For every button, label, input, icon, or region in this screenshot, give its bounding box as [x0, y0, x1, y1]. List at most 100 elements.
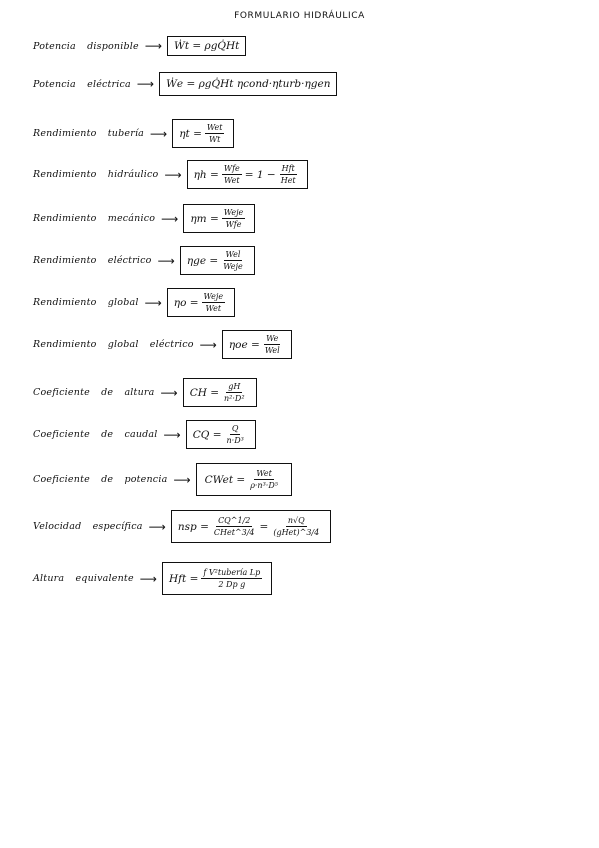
- arrow-icon: ⟶: [136, 77, 155, 91]
- formula-box: ηm = Weje Wfe: [183, 204, 256, 233]
- fraction-numerator: CQ^1/2: [216, 516, 253, 527]
- fraction-denominator: Wet: [205, 304, 222, 313]
- arrow-icon: ⟶: [163, 427, 181, 442]
- formula-lhs: ηm =: [190, 212, 219, 225]
- fraction-denominator: 2 Dp g: [218, 580, 246, 589]
- fraction-denominator: Wt: [208, 135, 221, 144]
- formula-lhs: CH =: [189, 386, 220, 399]
- formula-row: Rendimiento tubería ⟶ ηt = Wet Wt: [33, 119, 235, 148]
- formula-row: Rendimiento global ⟶ ηo = Weje Wet: [33, 288, 236, 317]
- formula-row: Velocidad específica ⟶ nsp = CQ^1/2 CHet…: [33, 510, 332, 543]
- formula-lhs: CQ =: [192, 428, 222, 441]
- fraction-denominator: Weje: [223, 262, 243, 271]
- formula-label: Rendimiento eléctrico: [33, 255, 152, 266]
- fraction-numerator: Weje: [221, 208, 246, 219]
- formula-label: Potencia disponible: [33, 40, 139, 52]
- fraction: n√Q (gHet)^3/4: [271, 516, 321, 537]
- formula-label: Potencia eléctrica: [33, 78, 131, 90]
- fraction-numerator: gH: [226, 382, 243, 393]
- formula-row: Rendimiento mecánico ⟶ ηm = Weje Wfe: [33, 204, 256, 233]
- fraction-numerator: Weje: [201, 292, 226, 303]
- formula-box: ηt = Wet Wt: [172, 119, 235, 148]
- fraction: Weje Wfe: [221, 208, 246, 229]
- fraction: Wfe Wet: [221, 164, 242, 185]
- formula-box: Hft = f V²tubería Lp 2 Dp g: [161, 562, 273, 595]
- fraction-denominator: n·D³: [226, 436, 244, 445]
- arrow-icon: ⟶: [144, 295, 162, 310]
- fraction: Q n·D³: [225, 424, 246, 445]
- arrow-icon: ⟶: [144, 39, 163, 53]
- formula-label: Rendimiento tubería: [33, 128, 145, 139]
- fraction: f V²tubería Lp 2 Dp g: [201, 568, 263, 589]
- fraction: Wel Weje: [221, 250, 245, 271]
- fraction-numerator: Wet: [204, 123, 225, 134]
- fraction: Wet ρ·n³·D⁵: [248, 469, 280, 490]
- fraction-numerator: Wel: [223, 250, 243, 261]
- formula-lhs: ηoe =: [228, 338, 260, 351]
- formula-rhs: = 1 −: [244, 168, 276, 181]
- page-title: FORMULARIO HIDRÁULICA: [234, 11, 365, 21]
- fraction: Wet Wt: [204, 123, 225, 144]
- formula-row: Potencia disponible ⟶ Ẇt = ρgQ̇Ht: [33, 36, 247, 56]
- formula-label: Rendimiento hidráulico: [33, 169, 159, 180]
- formula-row: Coeficiente de altura ⟶ CH = gH n²·D²: [33, 378, 257, 407]
- fraction-numerator: Wet: [254, 469, 274, 480]
- formula-lhs: ηh =: [193, 168, 219, 181]
- fraction: gH n²·D²: [222, 382, 247, 403]
- formula-row: Coeficiente de potencia ⟶ CWet = Wet ρ·n…: [33, 463, 292, 496]
- formula-box: Ẇt = ρgQ̇Ht: [167, 36, 247, 56]
- formula-box: nsp = CQ^1/2 CHet^3/4 = n√Q (gHet)^3/4: [170, 510, 332, 543]
- fraction-denominator: (gHet)^3/4: [273, 528, 320, 537]
- fraction-denominator: CHet^3/4: [213, 528, 255, 537]
- arrow-icon: ⟶: [173, 472, 191, 487]
- fraction-denominator: ρ·n³·D⁵: [250, 481, 278, 490]
- fraction-numerator: We: [264, 334, 281, 345]
- fraction-denominator: Wfe: [225, 220, 242, 229]
- fraction: We Wel: [263, 334, 282, 355]
- fraction: Hft Het: [279, 164, 298, 185]
- fraction: Weje Wet: [201, 292, 226, 313]
- fraction-denominator: Wel: [264, 346, 280, 355]
- formula-label: Rendimiento global eléctrico: [33, 339, 194, 350]
- arrow-icon: ⟶: [150, 126, 168, 141]
- fraction-denominator: n²·D²: [224, 394, 245, 403]
- formula-row: Potencia eléctrica ⟶ Ẇe = ρgQ̇Ht ηcond·η…: [33, 72, 338, 96]
- formula-box: ηo = Weje Wet: [166, 288, 236, 317]
- arrow-icon: ⟶: [164, 167, 182, 182]
- fraction-numerator: Q: [229, 424, 241, 435]
- formula-label: Coeficiente de potencia: [33, 474, 168, 485]
- formula-expression: Ẇt = ρgQ̇Ht: [174, 40, 240, 52]
- formula-box: ηh = Wfe Wet = 1 − Hft Het: [186, 160, 308, 189]
- formula-box: CH = gH n²·D²: [182, 378, 257, 407]
- formula-row: Rendimiento eléctrico ⟶ ηge = Wel Weje: [33, 246, 255, 275]
- fraction: CQ^1/2 CHet^3/4: [212, 516, 257, 537]
- formula-lhs: ηge =: [186, 254, 219, 267]
- fraction-numerator: Hft: [279, 164, 297, 175]
- arrow-icon: ⟶: [157, 253, 175, 268]
- fraction-denominator: Het: [280, 176, 296, 185]
- formula-lhs: ηo =: [173, 296, 199, 309]
- formula-lhs: CWet =: [204, 473, 246, 486]
- arrow-icon: ⟶: [139, 571, 157, 586]
- fraction-numerator: n√Q: [285, 516, 307, 527]
- formula-box: CQ = Q n·D³: [185, 420, 256, 449]
- formula-lhs: nsp =: [177, 520, 209, 533]
- formula-label: Rendimiento mecánico: [33, 213, 156, 224]
- fraction-numerator: f V²tubería Lp: [201, 568, 263, 579]
- arrow-icon: ⟶: [148, 519, 166, 534]
- formula-box: CWet = Wet ρ·n³·D⁵: [195, 463, 292, 496]
- formula-label: Rendimiento global: [33, 297, 139, 308]
- formula-box: ηge = Wel Weje: [179, 246, 255, 275]
- fraction-denominator: Wet: [224, 176, 240, 185]
- formula-box: ηoe = We Wel: [221, 330, 292, 359]
- formula-row: Rendimiento global eléctrico ⟶ ηoe = We …: [33, 330, 292, 359]
- fraction-numerator: Wfe: [221, 164, 242, 175]
- arrow-icon: ⟶: [160, 385, 178, 400]
- arrow-icon: ⟶: [199, 337, 217, 352]
- formula-lhs: Hft =: [168, 572, 199, 585]
- arrow-icon: ⟶: [161, 211, 179, 226]
- formula-row: Rendimiento hidráulico ⟶ ηh = Wfe Wet = …: [33, 160, 308, 189]
- formula-label: Velocidad específica: [33, 521, 143, 532]
- formula-expression: Ẇe = ρgQ̇Ht ηcond·ηturb·ηgen: [166, 78, 331, 90]
- formula-label: Altura equivalente: [33, 573, 134, 584]
